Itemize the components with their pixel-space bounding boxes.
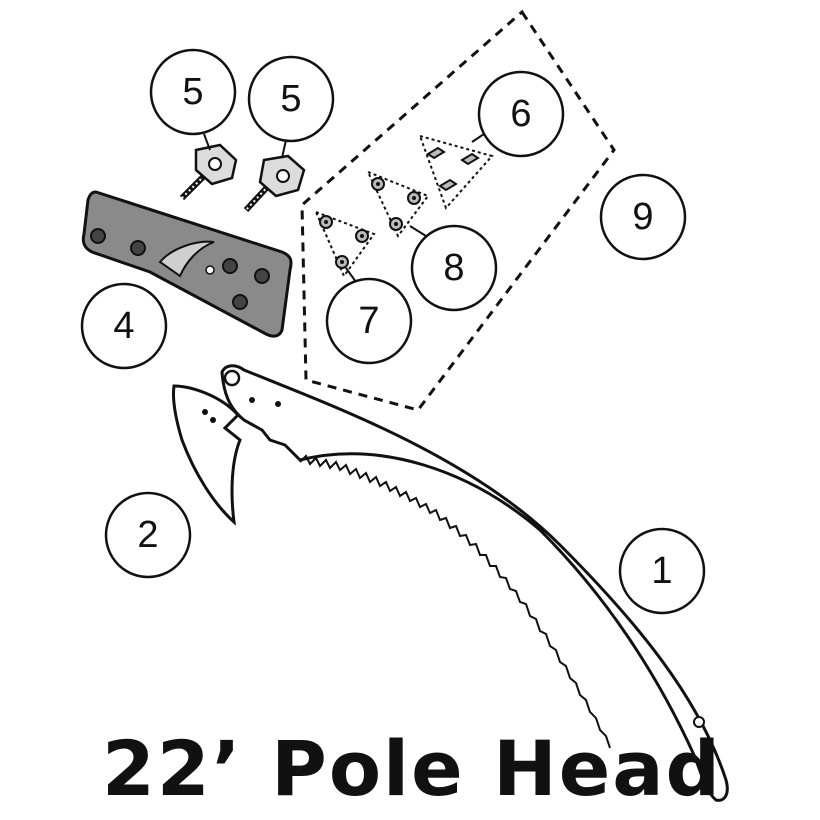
svg-text:9: 9 xyxy=(632,196,653,238)
svg-text:5: 5 xyxy=(182,71,203,113)
svg-text:6: 6 xyxy=(510,93,531,135)
hardware-kit-outline xyxy=(300,9,616,412)
callout-4: 4 xyxy=(80,282,168,370)
callout-1: 1 xyxy=(618,527,706,615)
callout-5b: 5 xyxy=(247,55,335,143)
svg-text:1: 1 xyxy=(651,550,672,592)
leader-5b xyxy=(281,139,287,159)
housing-bolt-4 xyxy=(254,268,270,284)
callout-7: 7 xyxy=(325,277,413,365)
housing-bolt-5 xyxy=(232,294,248,310)
leader-5a xyxy=(203,133,211,151)
blade-hole-top xyxy=(223,369,241,387)
blade-hole-tip xyxy=(693,716,705,728)
triangle-plate-8 xyxy=(366,170,430,238)
housing-bolt-2 xyxy=(130,240,146,256)
callout-8: 8 xyxy=(410,224,498,312)
svg-text:4: 4 xyxy=(113,305,134,347)
callout-2: 2 xyxy=(104,491,192,579)
triangle-plate-7 xyxy=(314,210,376,279)
hook-blade xyxy=(172,384,242,526)
housing-bolt-3 xyxy=(222,258,238,274)
leader-6 xyxy=(471,133,485,143)
svg-text:5: 5 xyxy=(280,78,301,120)
blade-hole-mid xyxy=(249,397,255,403)
svg-text:7: 7 xyxy=(358,300,379,342)
leader-7 xyxy=(345,267,357,283)
diagram-title: 22’ Pole Head xyxy=(102,724,722,813)
hook-rivet-2 xyxy=(210,417,216,423)
head-housing xyxy=(81,190,293,338)
triangle-plate-6 xyxy=(418,134,494,210)
wing-knob-bolt-a xyxy=(179,143,238,201)
callout-9: 9 xyxy=(599,173,687,261)
leader-8 xyxy=(409,225,427,237)
wing-knob-bolt-b xyxy=(243,154,306,213)
housing-hole xyxy=(205,265,215,275)
saw-blade xyxy=(220,364,729,802)
svg-text:8: 8 xyxy=(443,247,464,289)
housing-bolt-1 xyxy=(90,228,106,244)
blade-hole-mid2 xyxy=(275,401,281,407)
svg-text:2: 2 xyxy=(137,514,158,556)
hook-rivet-1 xyxy=(202,409,208,415)
callout-5a: 5 xyxy=(149,48,237,136)
callout-6: 6 xyxy=(477,70,565,158)
